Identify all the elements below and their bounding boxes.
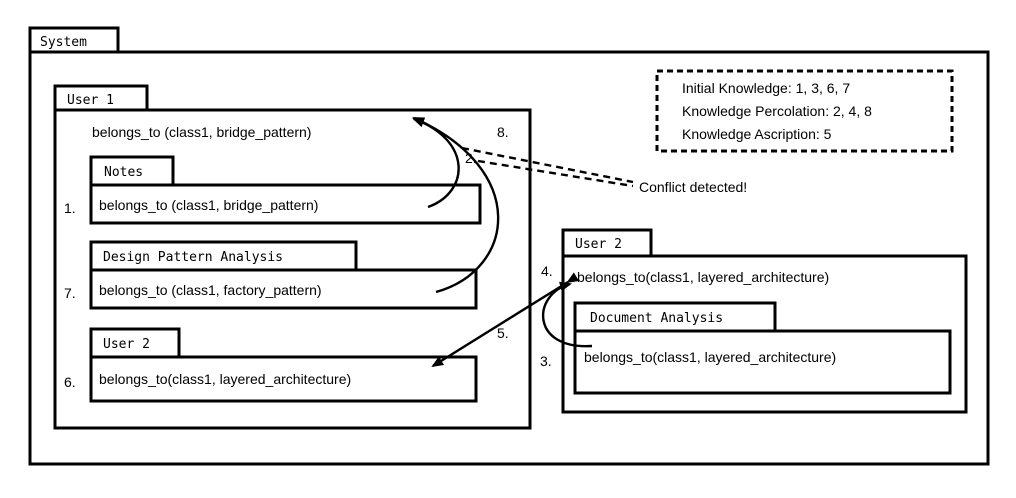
conflict-label: Conflict detected! <box>639 179 747 195</box>
legend-line-ascription: Knowledge Ascription: 5 <box>682 126 832 142</box>
system-tab-label: System <box>40 35 87 50</box>
user1-user2-box <box>89 355 478 403</box>
notes-tab-label: Notes <box>104 165 143 180</box>
conflict-line-upper <box>461 146 634 184</box>
document-analysis-tab-label: Document Analysis <box>590 311 723 326</box>
user1-tab <box>53 84 149 114</box>
conflict-line-lower <box>477 159 634 188</box>
step-3-label: 3. <box>540 353 552 369</box>
legend-box <box>655 69 954 153</box>
user1-user2-fact: belongs_to(class1, layered_architecture) <box>99 371 351 387</box>
user2-tab-label: User 2 <box>575 237 622 252</box>
step-4-label: 4. <box>541 263 553 279</box>
user1-tab-label: User 1 <box>67 93 114 108</box>
user2-tab <box>561 228 653 258</box>
arrow-step-5 <box>431 272 580 368</box>
legend-line-initial: Initial Knowledge: 1, 3, 6, 7 <box>682 80 850 96</box>
user2-fact: belongs_to(class1, layered_architecture) <box>577 269 829 285</box>
step-6-label: 6. <box>64 374 76 390</box>
notes-fact: belongs_to (class1, bridge_pattern) <box>99 197 318 213</box>
user1-user2-tab-label: User 2 <box>103 337 150 352</box>
document-analysis-fact: belongs_to(class1, layered_architecture) <box>584 349 836 365</box>
document-analysis-box <box>573 329 952 395</box>
step-1-label: 1. <box>64 200 76 216</box>
notes-tab <box>89 155 175 187</box>
step-5-label: 5. <box>497 325 509 341</box>
step-7-label: 7. <box>64 285 76 301</box>
legend-line-percolation: Knowledge Percolation: 2, 4, 8 <box>682 103 872 119</box>
design-pattern-analysis-tab <box>89 240 358 272</box>
design-pattern-analysis-tab-label: Design Pattern Analysis <box>103 250 283 265</box>
notes-box <box>89 183 482 225</box>
user1-fact: belongs_to (class1, bridge_pattern) <box>92 124 311 140</box>
step-8-label: 8. <box>497 124 509 140</box>
step-2-label: 2. <box>465 150 477 166</box>
design-pattern-analysis-fact: belongs_to (class1, factory_pattern) <box>99 282 322 298</box>
